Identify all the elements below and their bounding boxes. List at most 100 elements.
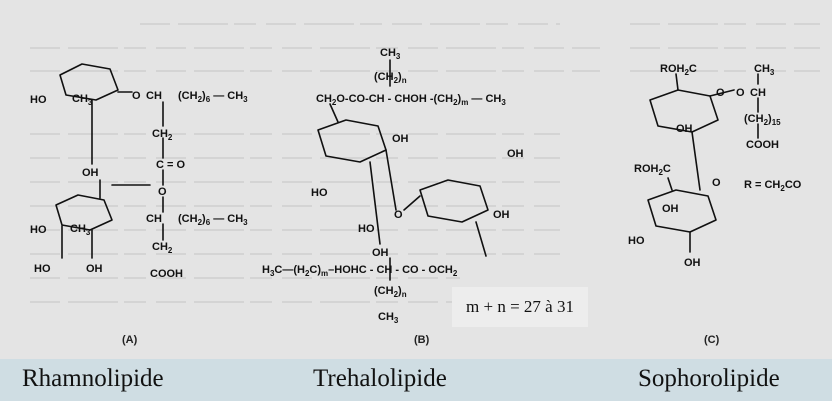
subscript: 2: [332, 98, 337, 107]
rhamnolipid-structure: HO CH3 O CH (CH2)6 — CH3 CH2 C = O O OH …: [30, 63, 248, 346]
bond-b-link2: [403, 195, 421, 211]
chain-length-formula: m + n = 27 à 31: [452, 287, 588, 327]
ho-label: HO: [34, 263, 51, 275]
o-label: O: [736, 87, 745, 99]
bond-b-link1: [385, 149, 397, 211]
subscript: 3: [88, 98, 93, 107]
svg-text:O: O: [716, 87, 725, 99]
oh-label: OH: [676, 123, 693, 135]
subscript: 2: [394, 76, 399, 85]
svg-text:COOH: COOH: [746, 139, 779, 151]
ho-label: HO: [628, 235, 645, 247]
ch-label: CH - CHOH -: [369, 93, 434, 105]
ch3-label: CH: [485, 93, 501, 105]
panel-label-b: (B): [414, 334, 430, 346]
oh-label: OH: [493, 209, 510, 221]
cooh-label: COOH: [746, 139, 779, 151]
ring-b-left: [317, 119, 387, 163]
bond-b-oh: [369, 161, 381, 245]
svg-text:O: O: [158, 186, 167, 198]
bond-c-o: [709, 89, 735, 97]
carbonyl-label: C = O: [156, 159, 185, 171]
svg-text:O: O: [712, 177, 721, 189]
ring-c-lower: [647, 189, 717, 233]
ho-label: HO: [358, 223, 375, 235]
chain-label: (CH: [374, 71, 394, 83]
bond-c-link: [691, 131, 701, 191]
subscript: m: [461, 98, 468, 107]
svg-text:OH: OH: [86, 263, 103, 275]
svg-text:(CH2)6 — CH3: (CH2)6 — CH3: [178, 90, 248, 104]
oh-label: OH: [86, 263, 103, 275]
ch-label: CH: [750, 87, 766, 99]
roh2c-label: ROH: [634, 163, 659, 175]
cooh-label: COOH: [150, 268, 183, 280]
bond-c-roh2: [667, 177, 673, 191]
svg-text:CH: CH: [146, 90, 162, 102]
svg-text:OH: OH: [493, 209, 510, 221]
subscript: 6: [206, 218, 211, 227]
o-label: O: [394, 209, 403, 221]
chain-label: (CH: [178, 213, 198, 225]
ring-b-right: [419, 179, 489, 223]
bond-b-ch2o: [329, 103, 339, 123]
svg-text:OH: OH: [507, 148, 524, 160]
subscript: 2: [453, 269, 458, 278]
subscript: 3: [394, 316, 399, 325]
oh-label: OH: [392, 133, 409, 145]
svg-text:HO: HO: [628, 235, 645, 247]
oh-label: OH: [507, 148, 524, 160]
ho-label: HO: [30, 224, 47, 236]
ch3-label: CH: [754, 63, 770, 75]
svg-text:OH: OH: [662, 203, 679, 215]
chemical-structures-figure: HO CH3 O CH (CH2)6 — CH3 CH2 C = O O OH …: [0, 0, 832, 359]
chain-label: (CH: [744, 113, 764, 125]
subscript: 2: [780, 184, 785, 193]
subscript: 3: [396, 52, 401, 61]
caption-sophorolipide: Sophorolipide: [638, 365, 780, 392]
svg-text:HO: HO: [34, 263, 51, 275]
panel-label-a: (A): [122, 334, 138, 346]
trehalolipid-structure: CH3 (CH2)n CH2O-CO-CH - CHOH -(CH2)m — C…: [262, 47, 524, 346]
subscript: m: [321, 269, 328, 278]
subscript: 2: [305, 269, 310, 278]
svg-text:CH3: CH3: [72, 93, 93, 107]
ester-label: HOHC - CH - CO - OCH: [334, 264, 453, 276]
svg-text:O: O: [132, 90, 141, 102]
subscript: 3: [243, 95, 248, 104]
svg-text:CH3: CH3: [70, 223, 91, 237]
svg-text:HO: HO: [311, 187, 328, 199]
r-definition-label: R = CH: [744, 179, 780, 191]
svg-text:(CH2)6 — CH3: (CH2)6 — CH3: [178, 213, 248, 227]
o-label: O: [158, 186, 167, 198]
structures-svg: HO CH3 O CH (CH2)6 — CH3 CH2 C = O O OH …: [30, 23, 820, 346]
oh-label: OH: [82, 167, 99, 179]
ch3-label: CH: [72, 93, 88, 105]
ch3-label: CH: [70, 223, 86, 235]
oh-label: OH: [684, 257, 701, 269]
svg-text:C = O: C = O: [156, 159, 185, 171]
r-definition-tail: CO: [785, 179, 802, 191]
subscript: n: [402, 76, 407, 85]
svg-text:CH3: CH3: [378, 311, 399, 325]
svg-text:OH: OH: [676, 123, 693, 135]
sophorolipid-structure: ROH2C O O CH3 CH (CH2)15 OH COOH ROH2C O…: [628, 63, 802, 346]
svg-text:R = CH2CO: R = CH2CO: [744, 179, 802, 193]
subscript: 3: [86, 228, 91, 237]
svg-text:CH3: CH3: [380, 47, 401, 61]
subscript: 2: [168, 133, 173, 142]
panel-label-c: (C): [704, 334, 720, 346]
ring-a-lower: [55, 194, 113, 231]
svg-text:(CH2)15: (CH2)15: [744, 113, 781, 127]
svg-text:ROH2C: ROH2C: [660, 63, 697, 77]
caption-bar: Rhamnolipide Trehalolipide Sophorolipide: [0, 359, 832, 401]
subscript: 3: [243, 218, 248, 227]
subscript: 2: [684, 68, 689, 77]
subscript: 2: [198, 95, 203, 104]
ch3-label: CH: [227, 213, 243, 225]
svg-text:COOH: COOH: [150, 268, 183, 280]
caption-trehalolipide: Trehalolipide: [313, 365, 447, 392]
svg-text:O: O: [736, 87, 745, 99]
svg-text:CH3: CH3: [754, 63, 775, 77]
svg-text:OH: OH: [392, 133, 409, 145]
